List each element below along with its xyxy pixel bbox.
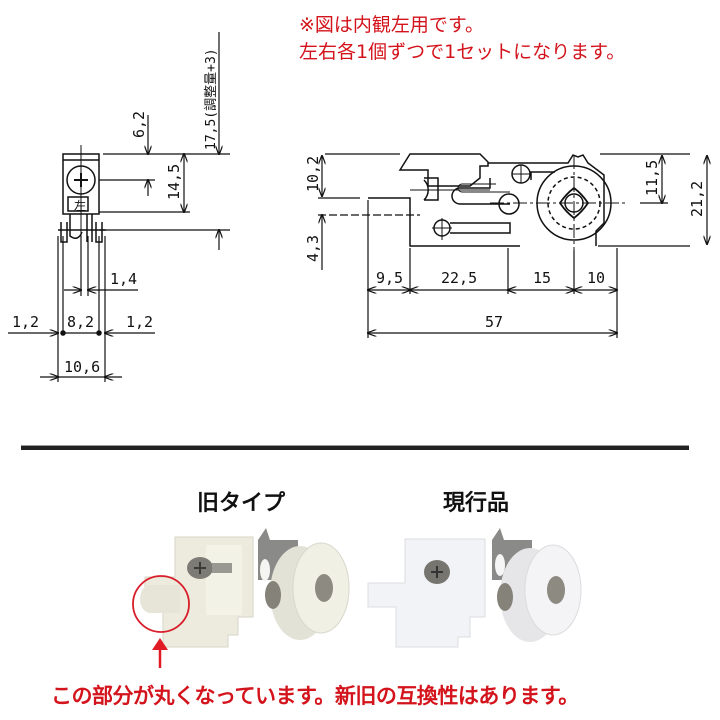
dim-side-width-total: 10,6 [64, 358, 100, 376]
dim-front-seg1: 9,5 [376, 269, 403, 287]
caption-compatibility-note: この部分が丸くなっています。新旧の互換性はあります。 [51, 684, 579, 708]
dim-side-height-inner: 14,5 [165, 164, 183, 200]
dim-side-top-offset: 6,2 [130, 111, 148, 138]
photo-current-product [367, 528, 582, 648]
note-set-of-two: 左右各1個ずつで1セットになります。 [299, 41, 626, 63]
dim-front-height-lower: 4,3 [304, 235, 322, 262]
dim-side-slot: 1,4 [110, 270, 137, 288]
dim-front-width-total: 57 [485, 313, 503, 331]
section-divider [21, 445, 689, 450]
dim-side-left-margin: 1,2 [12, 313, 39, 331]
side-mark-left: 左 [74, 198, 86, 213]
dim-front-wheel-center: 11,5 [643, 160, 661, 196]
note-left-interior: ※図は内観左用です。 [299, 14, 485, 36]
label-current-product: 現行品 [443, 491, 510, 516]
dim-front-seg4: 10 [587, 269, 605, 287]
dim-side-height-total: 17,5(調整量+3) [204, 48, 219, 150]
dim-front-seg2: 22,5 [441, 269, 477, 287]
label-old-type: 旧タイプ [197, 491, 286, 516]
dim-front-height-total: 21,2 [688, 181, 706, 217]
dim-side-right-margin: 1,2 [126, 313, 153, 331]
front-view [318, 153, 707, 338]
dim-front-height-upper: 10,2 [304, 156, 322, 192]
dim-front-seg3: 15 [533, 269, 551, 287]
dim-side-width-inner: 8,2 [67, 313, 94, 331]
side-view [8, 32, 230, 382]
photo-old-type [132, 528, 350, 668]
